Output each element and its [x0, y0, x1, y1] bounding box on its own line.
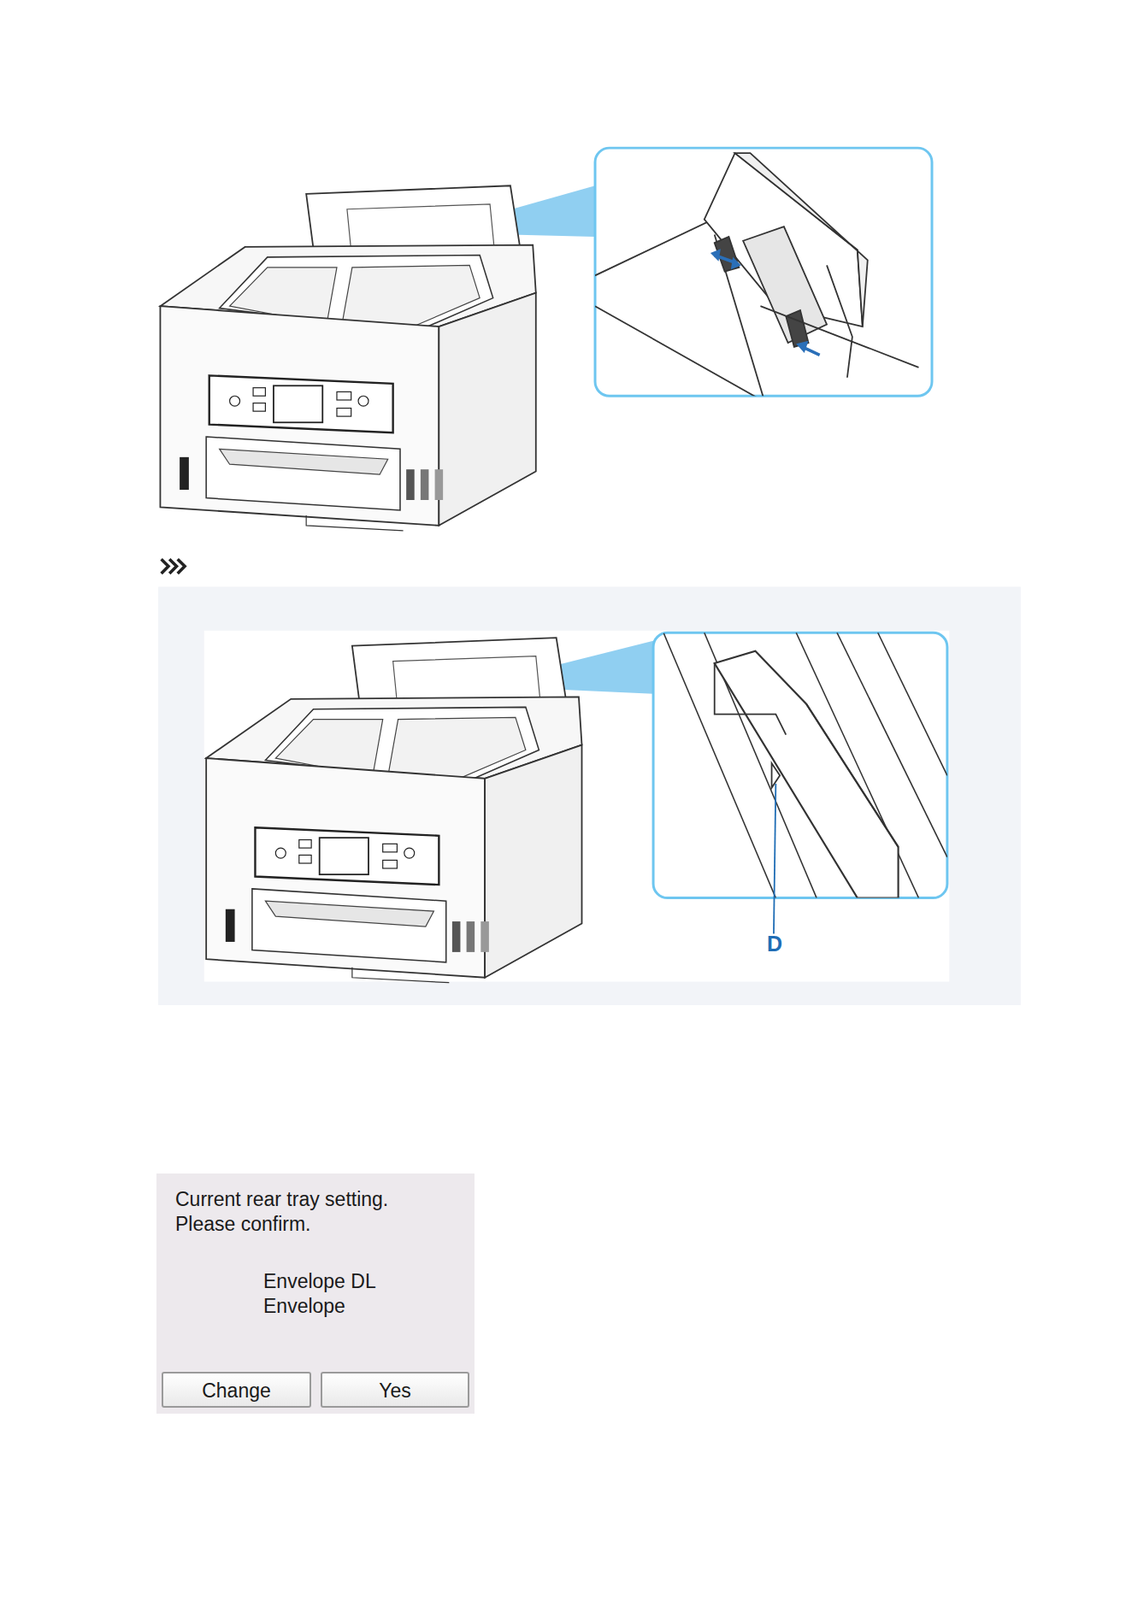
button-label: Yes: [322, 1379, 468, 1404]
setting-value: Envelope: [263, 1294, 469, 1320]
button: Yes: [320, 1372, 470, 1409]
setting-value: Envelope DL: [263, 1269, 469, 1295]
lcd-dialog: Current rear tray setting. Please confir…: [156, 1173, 475, 1415]
dialog-message: Current rear tray setting. Please confir…: [175, 1187, 424, 1238]
button: Change: [161, 1372, 312, 1409]
callout-letter: D: [766, 931, 783, 956]
button-label: Change: [163, 1379, 310, 1404]
